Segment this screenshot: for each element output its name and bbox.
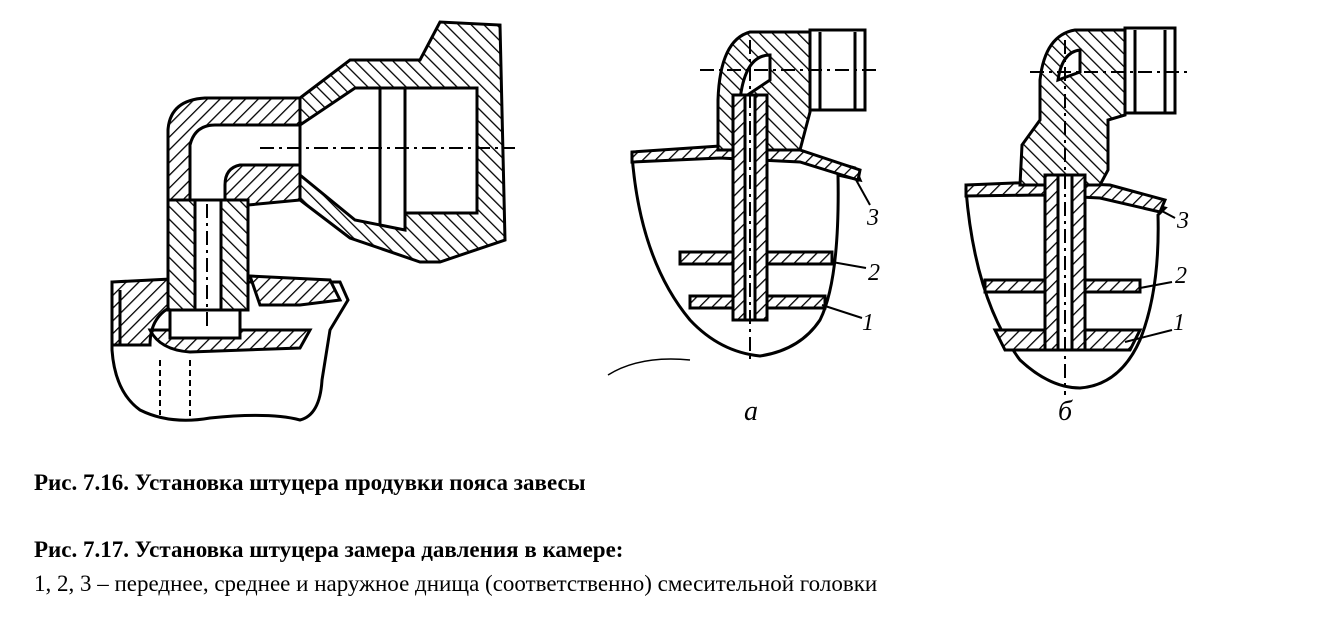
housing-flange-right: [247, 274, 343, 307]
label-2b: 2: [1175, 263, 1187, 289]
label-3a: 3: [866, 205, 879, 231]
label-1b: 1: [1173, 310, 1185, 336]
caption-fig-7-17-title: Рис. 7.17. Установка штуцера замера давл…: [34, 537, 624, 562]
fig-7-17a-drawing: [607, 28, 880, 376]
nut: [168, 308, 242, 340]
caption-fig-7-16: Рис. 7.16. Установка штуцера продувки по…: [34, 470, 586, 495]
fig-7-16-drawing: [110, 20, 515, 422]
thread-b: [1123, 26, 1177, 115]
label-1a: 1: [862, 310, 874, 336]
fitting-b: [1018, 28, 1127, 187]
label-3b: 3: [1176, 208, 1189, 234]
technical-drawing: 3 2 1 3 2 1 а б: [110, 20, 1190, 427]
fig-7-17b-drawing: [964, 26, 1190, 395]
label-2a: 2: [868, 260, 880, 286]
sublabel-b: б: [1058, 396, 1073, 427]
caption-fig-7-17-legend: 1, 2, 3 – переднее, среднее и наружное д…: [34, 571, 878, 596]
sublabel-a: а: [744, 396, 758, 427]
